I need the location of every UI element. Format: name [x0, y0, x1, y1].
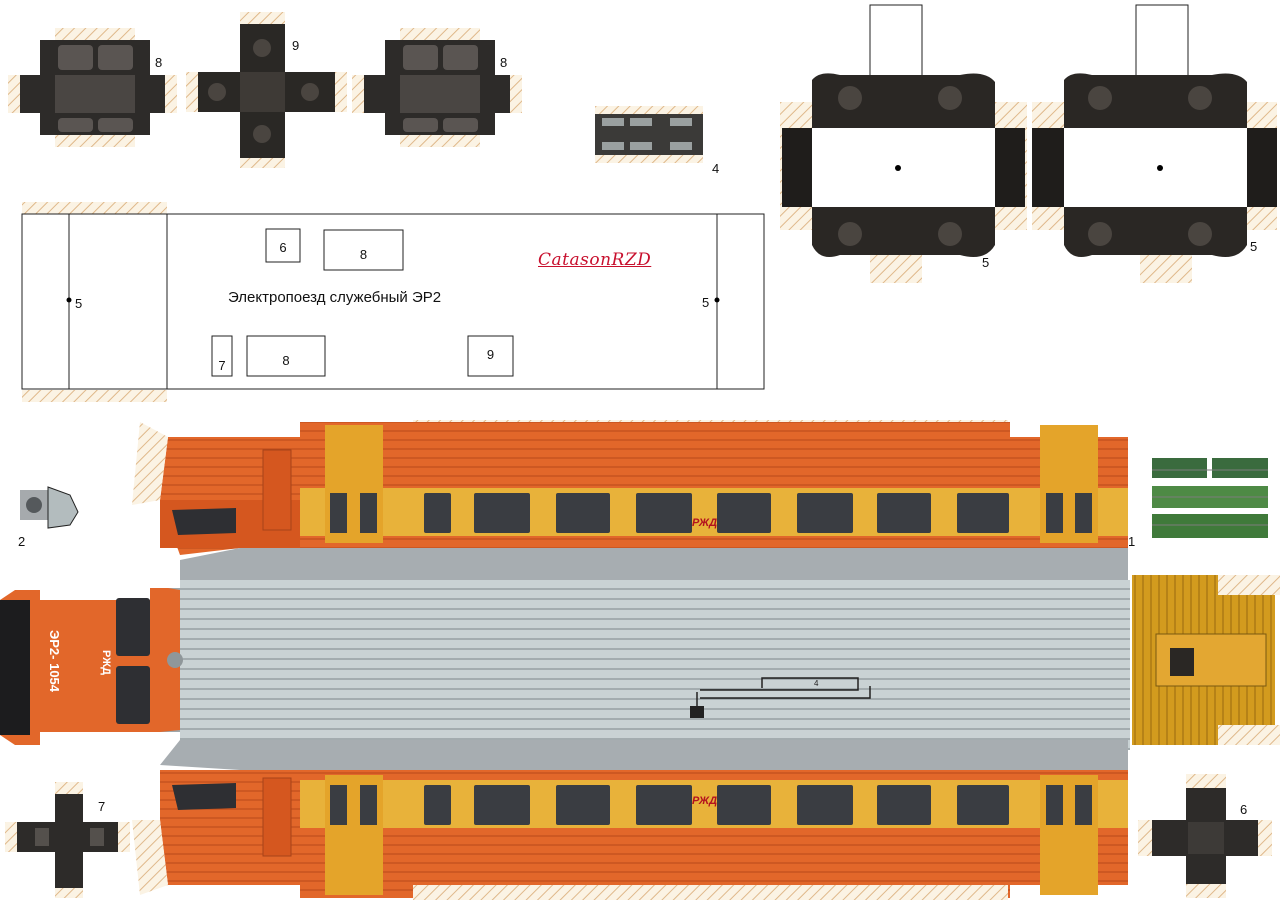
part-2-headlight: [20, 486, 79, 529]
floor-box-7-label: 7: [218, 358, 226, 373]
roof-equipment-marker: 4: [814, 679, 819, 688]
part-5-bogie-frame-left: [780, 4, 1027, 283]
floor-box-9-label: 9: [486, 347, 495, 362]
part-8-right-bogie-box: [352, 28, 522, 147]
cab-number: ЭР2- 1054: [47, 630, 62, 693]
floor-box-6-label: 6: [279, 240, 287, 255]
part-8-right-label: 8: [500, 55, 508, 70]
floor-box-8-bottom-label: 8: [282, 353, 290, 368]
part-5-bogie-left-label: 5: [982, 255, 990, 270]
cab-brand-logo: РЖД: [100, 650, 112, 675]
floor-plate: [21, 202, 765, 402]
sheet-title: Электропоезд служебный ЭР2: [228, 289, 442, 306]
part-4-underframe: [595, 106, 703, 163]
author-signature: CatasonRZD: [538, 250, 652, 270]
svg-text:РЖД: РЖД: [692, 795, 717, 807]
part-4-label: 4: [712, 161, 720, 176]
part-2-label: 2: [18, 534, 26, 549]
part-8-left-bogie-box: [8, 28, 177, 147]
part-1-label: 1: [1128, 534, 1136, 549]
part-7-label: 7: [98, 799, 106, 814]
part-8-left-label: 8: [155, 55, 163, 70]
part-9-label: 9: [292, 38, 300, 53]
floor-marker-left-label: 5: [75, 296, 83, 311]
part-9-box: [186, 12, 347, 168]
svg-text:РЖД: РЖД: [692, 517, 717, 529]
part-5-bogie-frame-right: [1032, 4, 1277, 283]
part-1-strips: [1152, 458, 1268, 538]
part-7-box: [5, 782, 130, 898]
part-6-box: [1138, 774, 1272, 898]
part-6-label: 6: [1240, 802, 1248, 817]
carbody-net: РЖД: [0, 420, 1280, 900]
floor-marker-right-label: 5: [702, 295, 710, 310]
part-5-bogie-right-label: 5: [1250, 239, 1258, 254]
floor-box-8-top-label: 8: [359, 247, 368, 262]
